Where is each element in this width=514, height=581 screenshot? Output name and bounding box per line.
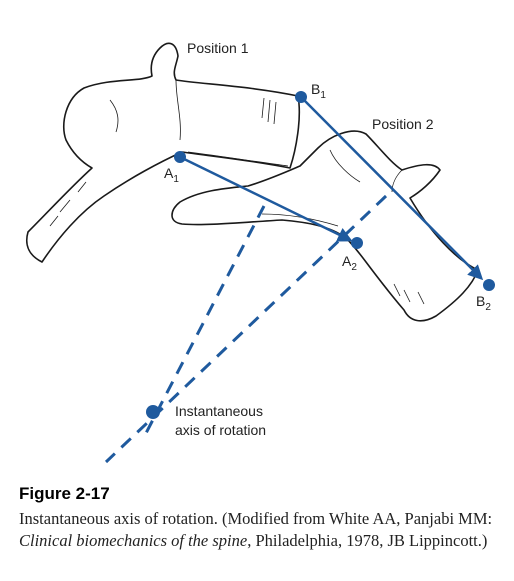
- landmark-points: [146, 91, 495, 419]
- label-b1: B1: [311, 81, 326, 101]
- label-a1: A1: [164, 165, 179, 185]
- instantaneous-axis-point: [146, 405, 160, 419]
- label-axis-line-2: axis of rotation: [175, 422, 266, 438]
- point-a2: [351, 237, 363, 249]
- figure-number: Figure 2-17: [19, 484, 110, 503]
- point-b2: [483, 279, 495, 291]
- label-a2: A2: [342, 253, 357, 273]
- caption-text-before: Instantaneous axis of rotation. (Modifie…: [19, 509, 493, 528]
- label-b2: B2: [476, 293, 491, 313]
- vector-a1-a2: [179, 155, 353, 242]
- caption-text: Instantaneous axis of rotation. (Modifie…: [19, 508, 509, 551]
- vector-b1-b2: [300, 96, 484, 281]
- vertebra-position-1: [26, 42, 301, 263]
- label-axis-line-1: Instantaneous: [175, 403, 263, 419]
- point-b1: [295, 91, 307, 103]
- label-position-2: Position 2: [372, 116, 434, 132]
- point-a1: [174, 151, 186, 163]
- caption-book-title: Clinical biomechanics of the spine: [19, 530, 248, 550]
- label-position-1: Position 1: [187, 40, 249, 56]
- vertebra-position-2: [171, 130, 479, 322]
- displacement-vectors: [179, 96, 484, 281]
- vertebra-rotation-diagram: Position 1 Position 2 B1 A1 A2 B2 Instan…: [26, 40, 495, 464]
- figure-caption: Figure 2-17 Instantaneous axis of rotati…: [19, 484, 509, 551]
- caption-text-after: , Philadelphia, 1978, JB Lippincott.): [247, 530, 488, 550]
